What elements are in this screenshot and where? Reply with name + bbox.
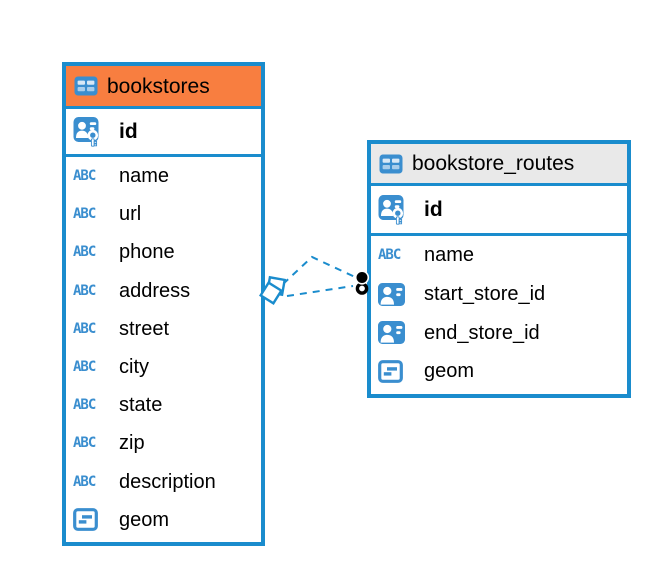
relation-line-upper[interactable] xyxy=(282,255,356,285)
column-row-id[interactable]: id xyxy=(371,186,627,233)
primary-key-icon xyxy=(73,116,110,147)
column-row-phone[interactable]: ABC phone xyxy=(66,233,261,271)
text-type-icon: ABC xyxy=(73,244,96,261)
column-name: geom xyxy=(424,360,475,383)
column-name: geom xyxy=(119,508,170,531)
column-name: phone xyxy=(119,241,175,264)
column-name: zip xyxy=(119,432,145,455)
column-row-description[interactable]: ABC description xyxy=(66,463,261,501)
table-icon xyxy=(74,76,98,96)
text-type-icon: ABC xyxy=(73,397,96,414)
table-header-bookstores[interactable]: bookstores xyxy=(66,66,261,109)
relation-line-lower[interactable] xyxy=(286,285,354,297)
geometry-type-icon xyxy=(378,360,415,383)
column-name: id xyxy=(119,120,138,143)
text-type-icon: ABC xyxy=(73,282,96,299)
column-row-geom[interactable]: geom xyxy=(66,501,261,539)
column-row-street[interactable]: ABC street xyxy=(66,310,261,348)
column-name: address xyxy=(119,279,191,302)
primary-key-section: id xyxy=(66,109,261,157)
column-row-url[interactable]: ABC url xyxy=(66,195,261,233)
column-name: name xyxy=(424,244,475,267)
column-row-name[interactable]: ABC name xyxy=(371,236,627,275)
column-row-id[interactable]: id xyxy=(66,109,261,154)
column-row-address[interactable]: ABC address xyxy=(66,272,261,310)
column-name: street xyxy=(119,317,170,340)
text-type-icon: ABC xyxy=(73,473,96,490)
primary-key-section: id xyxy=(371,186,627,236)
column-row-geom[interactable]: geom xyxy=(371,352,627,391)
person-ref-icon xyxy=(378,321,415,345)
column-name: id xyxy=(424,198,443,221)
table-header-bookstore-routes[interactable]: bookstore_routes xyxy=(371,144,627,186)
text-type-icon: ABC xyxy=(73,435,96,452)
primary-key-icon xyxy=(378,194,415,225)
column-row-zip[interactable]: ABC zip xyxy=(66,424,261,462)
column-name: description xyxy=(119,470,216,493)
text-type-icon: ABC xyxy=(73,206,96,223)
table-title: bookstore_routes xyxy=(412,152,575,175)
column-row-name[interactable]: ABC name xyxy=(66,157,261,195)
table-icon xyxy=(379,154,403,174)
column-name: name xyxy=(119,165,170,188)
text-type-icon: ABC xyxy=(73,320,96,337)
column-row-start_store_id[interactable]: start_store_id xyxy=(371,275,627,314)
column-name: end_store_id xyxy=(424,321,540,344)
person-ref-icon xyxy=(378,282,415,306)
table-title: bookstores xyxy=(107,74,210,98)
column-name: start_store_id xyxy=(424,283,546,306)
column-row-end_store_id[interactable]: end_store_id xyxy=(371,313,627,352)
table-bookstore-routes[interactable]: bookstore_routes id ABC name start_store_i… xyxy=(367,140,631,398)
geometry-type-icon xyxy=(73,508,110,532)
text-type-icon: ABC xyxy=(73,359,96,376)
column-name: url xyxy=(119,203,142,226)
text-type-icon: ABC xyxy=(378,247,401,264)
column-row-city[interactable]: ABC city xyxy=(66,348,261,386)
column-name: state xyxy=(119,394,163,417)
column-name: city xyxy=(119,356,149,379)
text-type-icon: ABC xyxy=(73,168,96,185)
column-row-state[interactable]: ABC state xyxy=(66,386,261,424)
